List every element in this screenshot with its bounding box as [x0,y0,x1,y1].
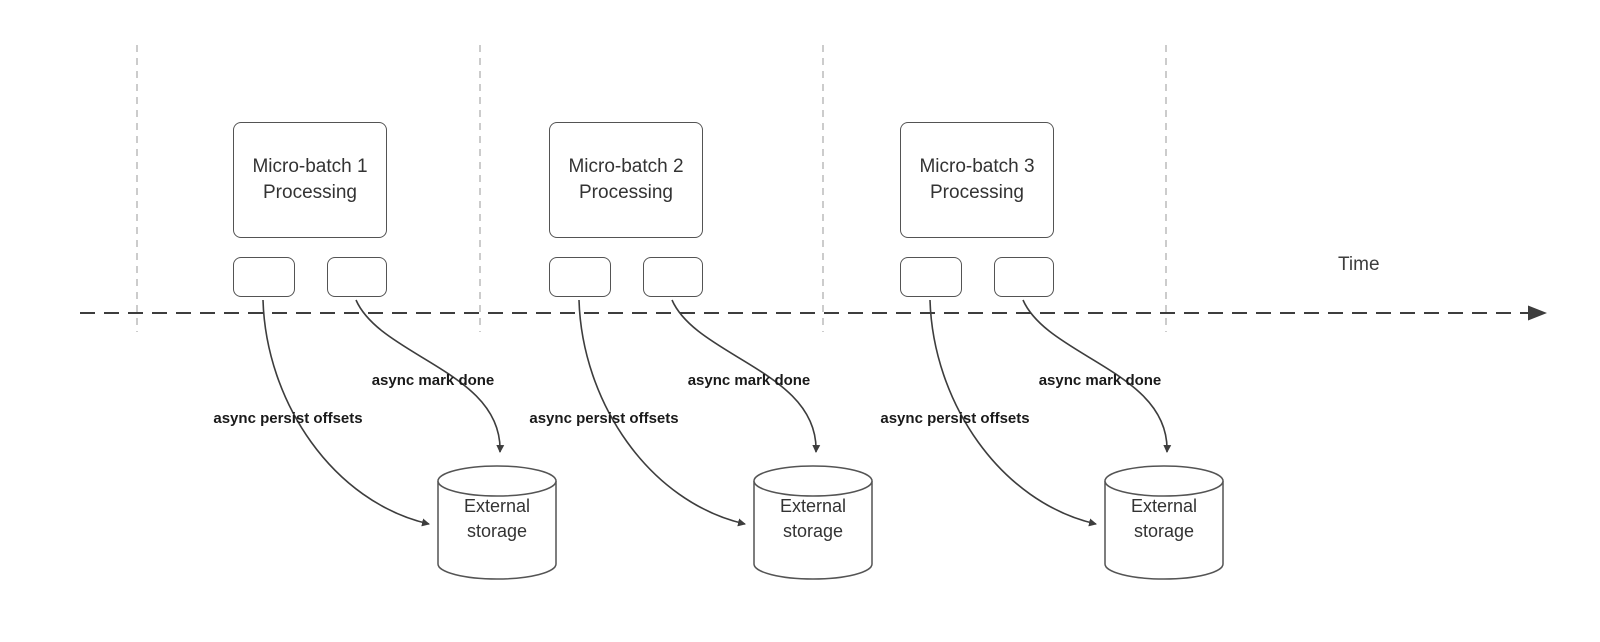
micro-batch-3-processing-box: Micro-batch 3 Processing [900,122,1054,238]
batch-2-offset-task-box [549,257,611,297]
micro-batch-1-processing-box: Micro-batch 1 Processing [233,122,387,238]
batch-2-persist-offsets-label: async persist offsets [529,410,679,427]
batch-3-commit-task-box [994,257,1054,297]
batch-3-mark-done-label: async mark done [1038,372,1162,389]
batch-1-persist-offsets-label: async persist offsets [213,410,363,427]
batch-1-external-storage-label: External storage [463,496,531,542]
micro-batch-group-2: Micro-batch 2 Processing async persist o… [529,122,909,602]
micro-batch-2-title: Micro-batch 2 Processing [568,156,684,203]
micro-batch-2-processing-box: Micro-batch 2 Processing [549,122,703,238]
batch-2-commit-task-box [643,257,703,297]
batch-2-external-storage-label: External storage [779,496,847,542]
micro-batch-3-title: Micro-batch 3 Processing [919,156,1035,203]
micro-batch-group-3: Micro-batch 3 Processing async persist o… [880,122,1260,602]
time-axis-arrowhead [1528,305,1547,321]
batch-1-offset-task-box [233,257,295,297]
micro-batch-group-1: Micro-batch 1 Processing async persist o… [213,122,593,602]
batch-3-external-storage-label: External storage [1130,496,1198,542]
batch-3-persist-offsets-label: async persist offsets [880,410,1030,427]
batch-1-mark-done-label: async mark done [371,372,495,389]
batch-1-commit-task-box [327,257,387,297]
batch-2-mark-done-label: async mark done [687,372,811,389]
micro-batch-1-title: Micro-batch 1 Processing [252,156,368,203]
time-axis-label: Time [1338,254,1380,275]
batch-3-offset-task-box [900,257,962,297]
